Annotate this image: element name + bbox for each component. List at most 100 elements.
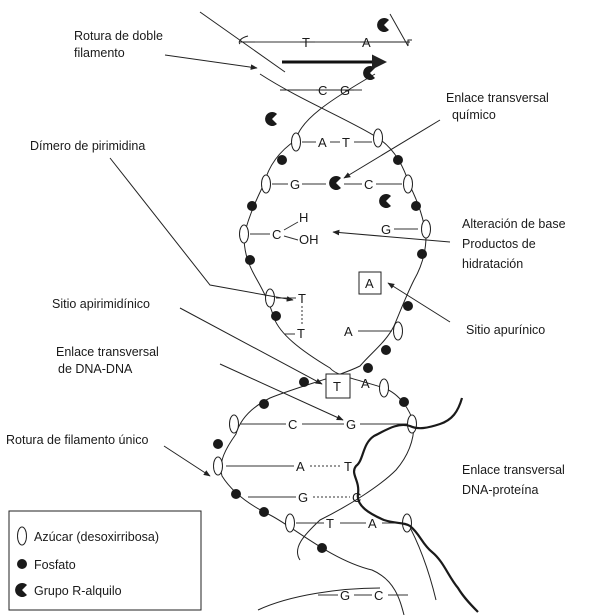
base-g5: G (381, 222, 391, 237)
base-c13: C (374, 588, 383, 603)
sugar (421, 219, 431, 239)
label-dna-dna-crosslink-2: de DNA-DNA (58, 362, 133, 376)
phosphate (411, 201, 421, 211)
label-dna-dna-crosslink-1: Enlace transversal (56, 345, 159, 359)
label-chemical-crosslink-2: químico (452, 108, 496, 122)
legend-alkyl-label: Grupo R-alquilo (34, 584, 122, 598)
phosphate (247, 201, 257, 211)
sugar (265, 288, 275, 308)
strand-bottom-left (257, 587, 381, 611)
legend-phosphate-label: Fosfato (34, 558, 76, 572)
label-base-alteration-1: Alteración de base (462, 217, 566, 231)
phosphate (259, 399, 269, 409)
base-a8: A (361, 376, 370, 391)
base-t12: T (326, 516, 334, 531)
dna-strands (199, 11, 437, 615)
sugar (407, 414, 417, 434)
phosphate (245, 255, 255, 265)
phosphate (393, 155, 403, 165)
alkyl-group (379, 193, 391, 208)
base-c4: C (364, 177, 373, 192)
annotation-arrows (109, 54, 451, 477)
label-base-alteration-3: hidratación (462, 257, 523, 271)
base-t1: T (302, 35, 310, 50)
label-double-strand-break-1: Rotura de doble (74, 29, 163, 43)
base-t6a: T (298, 291, 306, 306)
base-a1: A (362, 35, 371, 50)
label-single-strand-break: Rotura de filamento único (6, 433, 148, 447)
alkyl-group (329, 175, 341, 190)
strand-b-upper (259, 73, 379, 139)
label-double-strand-break-2: filamento (74, 46, 125, 60)
phosphate (213, 439, 223, 449)
base-h: H (299, 210, 308, 225)
sugar (379, 378, 389, 398)
base-a10: A (296, 459, 305, 474)
base-c11: C (352, 490, 361, 505)
sugar (285, 513, 295, 533)
sugar (229, 414, 239, 434)
base-t6b: T (297, 326, 305, 341)
arrow-dna-dna-crosslink (219, 363, 344, 421)
phosphate (259, 507, 269, 517)
base-g2: G (340, 83, 350, 98)
arrow-apurinic-site (387, 282, 451, 323)
bond-hyd-c (283, 235, 299, 241)
bond-hyd-b (283, 221, 299, 231)
phosphate (363, 363, 373, 373)
label-apurinic-site: Sitio apurínico (466, 323, 545, 337)
alkyl-group (363, 65, 375, 80)
arrow-single-strand-break (163, 445, 211, 477)
sugar (403, 174, 413, 194)
strand-left (243, 139, 415, 561)
arrow-apyrimidinic-site (179, 307, 323, 385)
strand-break-bracket (407, 39, 412, 46)
legend-alkyl-icon (15, 582, 27, 597)
protein-crosslink-line (352, 397, 479, 613)
sugar (373, 128, 383, 148)
base-g13: G (340, 588, 350, 603)
base-g4: G (290, 177, 300, 192)
label-chemical-crosslink-1: Enlace transversal (446, 91, 549, 105)
arrow-chemical-crosslink (343, 119, 441, 179)
arrow-double-strand-break (164, 54, 258, 70)
base-cw: C (272, 227, 281, 242)
strand-right-lower (405, 519, 437, 601)
base-c9: C (288, 417, 297, 432)
apyrimidinic-box (325, 373, 351, 399)
arrow-pyrimidine-dimer (109, 157, 294, 302)
alkyl-groups (265, 17, 391, 208)
legend-sugar-icon (17, 526, 27, 546)
sugar (239, 224, 249, 244)
base-g11: G (298, 490, 308, 505)
phosphate (381, 345, 391, 355)
strand-break-upper-right (389, 13, 409, 47)
base-a3: A (318, 135, 327, 150)
base-a12: A (368, 516, 377, 531)
label-apyrimidinic-site: Sitio apirimidínico (52, 297, 150, 311)
sugar (291, 132, 301, 152)
legend-phosphate-icon (17, 559, 27, 569)
label-dna-protein-crosslink-2: DNA-proteína (462, 483, 538, 497)
base-pairs: T A C G A T G C G C H OH T T (226, 35, 418, 603)
base-oh: OH (299, 232, 319, 247)
base-abox: A (365, 276, 374, 291)
base-tbox: T (333, 379, 341, 394)
strand-left-top (238, 35, 249, 45)
phosphate (317, 543, 327, 553)
base-c2: C (318, 83, 327, 98)
sugar (393, 321, 403, 341)
legend: Azúcar (desoxirribosa) Fosfato Grupo R-a… (8, 510, 202, 611)
label-dna-protein-crosslink-1: Enlace transversal (462, 463, 565, 477)
phosphate (231, 489, 241, 499)
base-t3: T (342, 135, 350, 150)
sugar (213, 456, 223, 476)
label-pyrimidine-dimer: Dímero de pirimidina (30, 139, 145, 153)
arrow-base-alteration (332, 229, 451, 243)
alkyl-group (377, 17, 389, 32)
annotation-labels: Rotura de doble filamento Enlace transve… (6, 29, 566, 497)
phosphate (399, 397, 409, 407)
phosphate (417, 249, 427, 259)
strand-a-upper (295, 73, 376, 141)
base-t10: T (344, 459, 352, 474)
